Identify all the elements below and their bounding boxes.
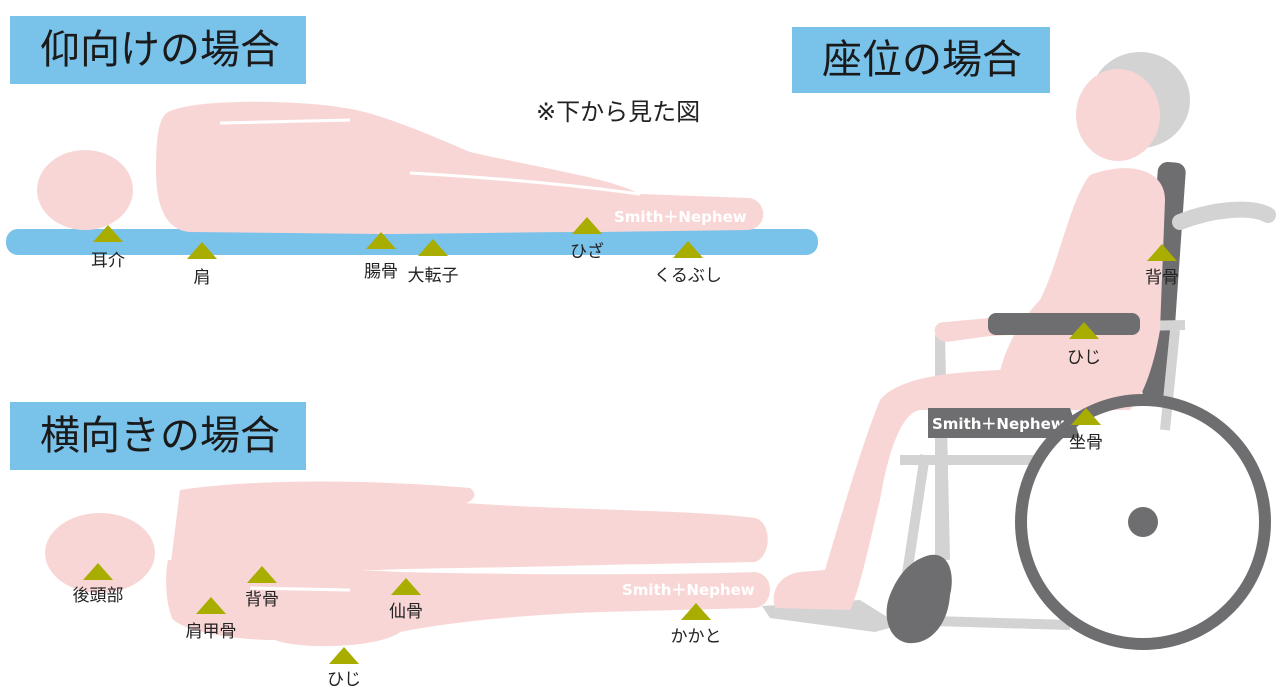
wheelchair-hub [1128,507,1158,537]
sitting-torso [997,168,1165,410]
wheelchair-wheels [886,394,1271,650]
side-head [45,513,155,593]
side-brand-logo: Smith＋Nephew [622,581,755,599]
label-supine-shoulder: 肩 [193,268,211,288]
supine-view-note: ※下から見た図 [536,98,701,126]
pressure-point-marker [93,225,123,242]
pressure-point-marker [1147,244,1177,261]
pressure-point-marker [187,242,217,259]
wheelchair-caster [886,554,952,644]
side-body-lower [166,560,771,647]
label-side-heel: かかと [670,627,722,647]
label-supine-knee: ひざ [570,242,604,262]
side-body-upper [170,481,768,570]
label-sitting-spine: 背骨 [1145,268,1179,288]
pressure-point-marker [329,647,359,664]
sitting-brand-logo: Smith＋Nephew [932,415,1065,433]
supine-crease [409,171,641,196]
pressure-point-marker [1069,322,1099,339]
pressure-point-marker [1071,408,1101,425]
wheelchair-rear-wheel [1015,394,1271,650]
label-side-spine: 背骨 [245,590,279,610]
label-supine-ear: 耳介 [91,251,125,271]
wheelchair-seat [928,408,1080,438]
side-crease [249,586,351,592]
side-figure: Smith＋Nephew [45,481,771,647]
label-sitting-elbow: ひじ [1067,348,1101,368]
pressure-point-marker [366,232,396,249]
label-sitting-ischium: 坐骨 [1069,433,1103,453]
pressure-point-marker [681,603,711,620]
supine-crease [219,118,351,125]
sitting-legs [773,368,1120,610]
sitting-arm [934,200,1123,342]
supine-title-text: 仰向けの場合 [40,27,280,73]
label-side-occiput: 後頭部 [72,586,124,606]
pressure-point-marker [247,566,277,583]
supine-head [37,150,133,230]
side-title: 横向きの場合 [10,402,306,470]
pressure-point-marker [673,241,703,258]
pressure-point-marker [196,597,226,614]
pressure-point-markers [83,217,1177,664]
label-side-sacrum: 仙骨 [389,602,423,622]
label-supine-ankle: くるぶし [654,266,722,286]
wheelchair-push-handle [1172,201,1276,230]
label-supine-ilium: 腸骨 [364,262,398,282]
side-title-text: 横向きの場合 [40,413,280,459]
wheelchair-armrest [988,313,1140,335]
supine-brand-logo: Smith＋Nephew [614,208,747,226]
supine-title: 仰向けの場合 [10,16,306,84]
pressure-point-marker [83,563,113,580]
pressure-point-marker [391,578,421,595]
label-side-scapula: 肩甲骨 [185,622,237,642]
sitting-head [1076,69,1160,161]
pressure-point-marker [572,217,602,234]
sitting-title: 座位の場合 [792,27,1050,93]
sitting-title-text: 座位の場合 [822,37,1022,83]
sitting-figure: Smith＋Nephew [773,52,1190,610]
label-side-elbow: ひじ [327,670,361,690]
pressure-point-marker [418,239,448,256]
supine-body [156,101,764,234]
supine-figure: Smith＋Nephew [6,101,818,255]
label-supine-trochanter: 大転子 [407,266,459,286]
supine-mattress [6,229,818,255]
